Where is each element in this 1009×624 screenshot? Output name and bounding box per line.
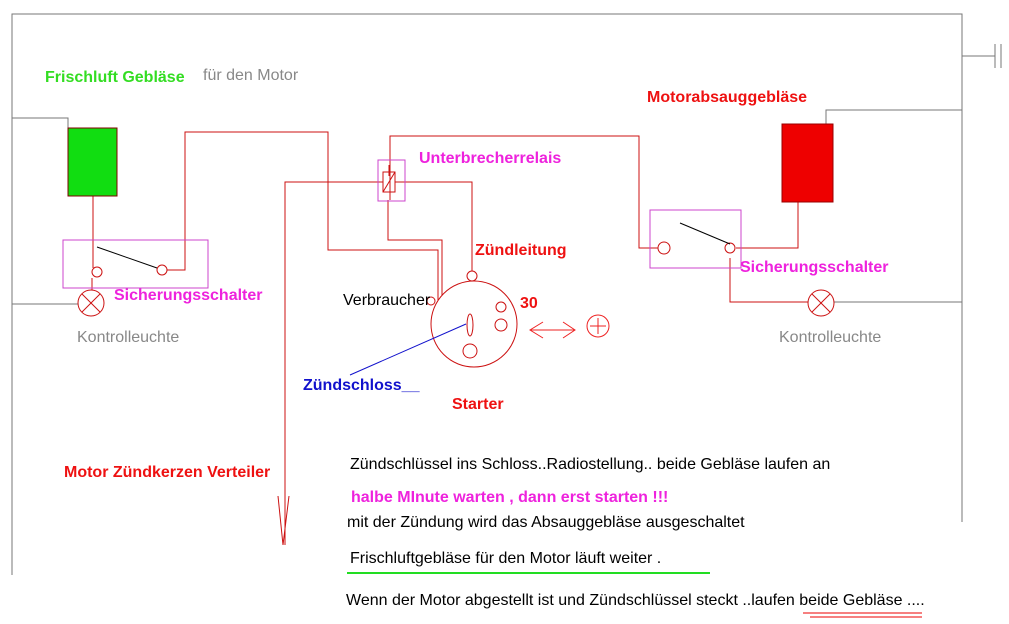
- label-terminal-30: 30: [520, 295, 538, 312]
- label-sicherungsschalter-right: Sicherungsschalter: [740, 259, 889, 276]
- note-line-5-part-1: Wenn der Motor abgestellt ist und Zündsc…: [346, 592, 752, 609]
- label-zuendschloss: Zündschloss__: [303, 377, 420, 394]
- ignition-lock-pointer: [349, 323, 467, 376]
- double-arrow-icon: [529, 321, 576, 339]
- label-kontrollleuchte-left: Kontrolleuchte: [77, 329, 180, 346]
- label-fuer-den-motor: für den Motor: [203, 67, 299, 84]
- note-line-4: Frischluftgebläse für den Motor läuft we…: [350, 550, 662, 567]
- plus-terminal-icon: [586, 314, 610, 338]
- label-frischluft-geblaese: Frischluft Gebläse: [45, 69, 185, 86]
- label-starter: Starter: [452, 396, 504, 413]
- fuse-switch-left: [62, 239, 209, 289]
- label-verbraucher: Verbraucher: [343, 292, 431, 309]
- label-zuendleitung: Zündleitung: [475, 242, 567, 259]
- label-sicherungsschalter-left: Sicherungsschalter: [114, 287, 263, 304]
- indicator-lamp-right: [807, 289, 835, 317]
- fresh-air-fan: [67, 127, 118, 197]
- frame-wiring: [11, 13, 1002, 575]
- indicator-lamp-left: [77, 289, 105, 317]
- exhaust-fan: [781, 123, 834, 203]
- label-kontrollleuchte-right: Kontrolleuchte: [779, 329, 882, 346]
- interrupter-relay: [377, 159, 406, 202]
- note-line-5-part-2: laufen beide Gebläse ....: [751, 592, 925, 609]
- label-unterbrecherrelais: Unterbrecherrelais: [419, 150, 562, 167]
- ignition-lock: [426, 270, 518, 368]
- label-motor-zuendkerzen-verteiler: Motor Zündkerzen Verteiler: [64, 464, 271, 481]
- note-line-1: Zündschlüssel ins Schloss..Radiostellung…: [350, 456, 831, 473]
- note-line-2: halbe MInute warten , dann erst starten …: [351, 489, 669, 506]
- note-line-3: mit der Zündung wird das Absauggebläse a…: [347, 514, 745, 531]
- note-line-5: Wenn der Motor abgestellt ist und Zündsc…: [346, 592, 925, 610]
- label-motorabsauggeblaese: Motorabsauggebläse: [647, 89, 808, 106]
- fuse-switch-right: [649, 209, 742, 269]
- power-wiring: [91, 131, 808, 546]
